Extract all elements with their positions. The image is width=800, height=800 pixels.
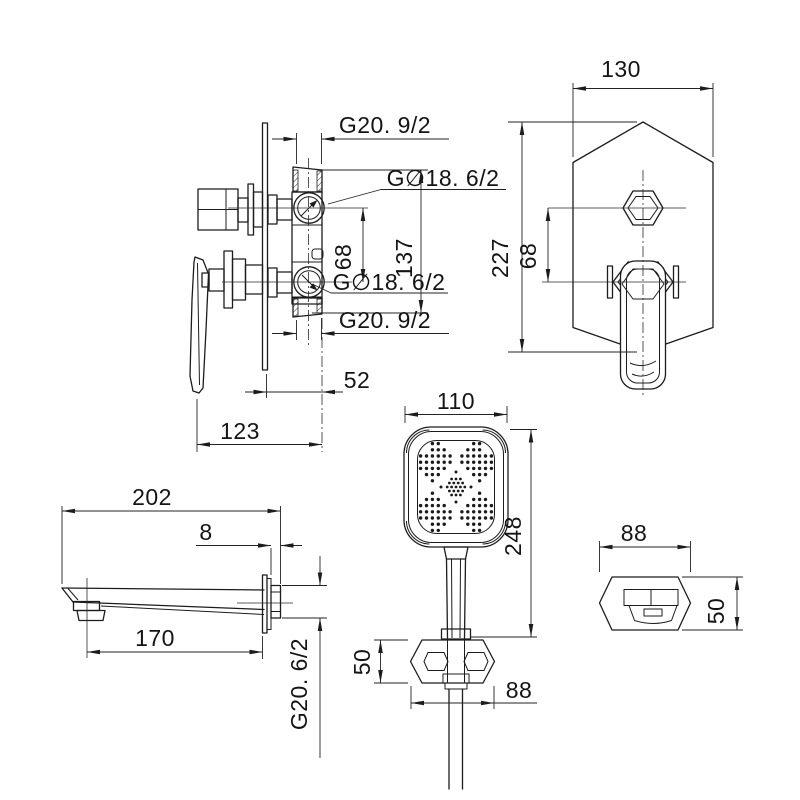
spout-pipe-stub xyxy=(270,584,282,619)
dim-label-thread-bottom: G20. 9/2 xyxy=(339,307,431,333)
bracket-clip xyxy=(623,589,679,624)
wall-bracket-dimensions: 88 50 xyxy=(599,520,743,631)
spout-body xyxy=(61,578,265,658)
dim-label-plate-height: 227 xyxy=(487,238,513,278)
dim-label-spout-flange: 8 xyxy=(199,519,212,545)
hand-shower-view: 110 248 50 88 xyxy=(349,388,537,790)
dim-label-shower-bracket-width: 88 xyxy=(506,677,533,703)
mixer-side-view: G20. 9/2 G∅18. 6/2 68 137 G∅18. 6/2 G20.… xyxy=(189,112,506,452)
dim-label-body-height: 137 xyxy=(391,238,417,278)
dim-label-head-width: 110 xyxy=(437,388,475,414)
wall-bracket-view: 88 50 xyxy=(598,520,743,631)
dim-label-spout-thread: G20. 6/2 xyxy=(286,638,312,730)
dim-label-total-depth: 123 xyxy=(220,418,260,444)
dim-label-spout-reach: 170 xyxy=(135,625,175,651)
dim-label-body-depth: 52 xyxy=(344,367,371,393)
spout-dimensions: 202 8 170 G20. 6/2 xyxy=(61,484,327,758)
dim-label-shower-bracket-height: 50 xyxy=(349,649,375,676)
dim-label-port-spacing: 68 xyxy=(330,244,356,271)
dim-label-outlet-lower: G∅18. 6/2 xyxy=(333,269,446,295)
shower-handle xyxy=(440,546,472,640)
spout-view: 202 8 170 G20. 6/2 xyxy=(61,484,327,758)
shower-face-dots xyxy=(418,441,494,533)
dim-label-shower-length: 248 xyxy=(500,516,526,556)
bracket-hex-body xyxy=(598,576,692,631)
dim-label-spout-total: 202 xyxy=(132,484,172,510)
shower-hose xyxy=(448,688,464,790)
trim-plate-front-view: 130 227 68 xyxy=(487,56,714,398)
dim-label-thread-top: G20. 9/2 xyxy=(339,112,431,138)
hand-shower-dimensions: 110 248 50 88 xyxy=(349,388,537,709)
dim-label-plate-width: 130 xyxy=(601,56,641,82)
lever-handle-side xyxy=(189,250,264,394)
wall-plate xyxy=(261,122,269,371)
dim-label-handle-spacing: 68 xyxy=(515,243,541,270)
shower-bracket xyxy=(409,639,496,690)
trim-plate-dimensions: 130 227 68 xyxy=(487,56,714,353)
valve-body xyxy=(291,166,325,318)
shower-head xyxy=(403,426,509,548)
dim-label-bracket-height: 50 xyxy=(703,598,729,625)
mixer-side-dimensions: G20. 9/2 G∅18. 6/2 68 137 G∅18. 6/2 G20.… xyxy=(196,112,506,452)
dim-label-bracket-width: 88 xyxy=(621,520,648,546)
spout-wall-flange xyxy=(237,574,293,634)
diverter-knob-side xyxy=(197,183,264,236)
dim-label-outlet-upper: G∅18. 6/2 xyxy=(387,165,500,191)
